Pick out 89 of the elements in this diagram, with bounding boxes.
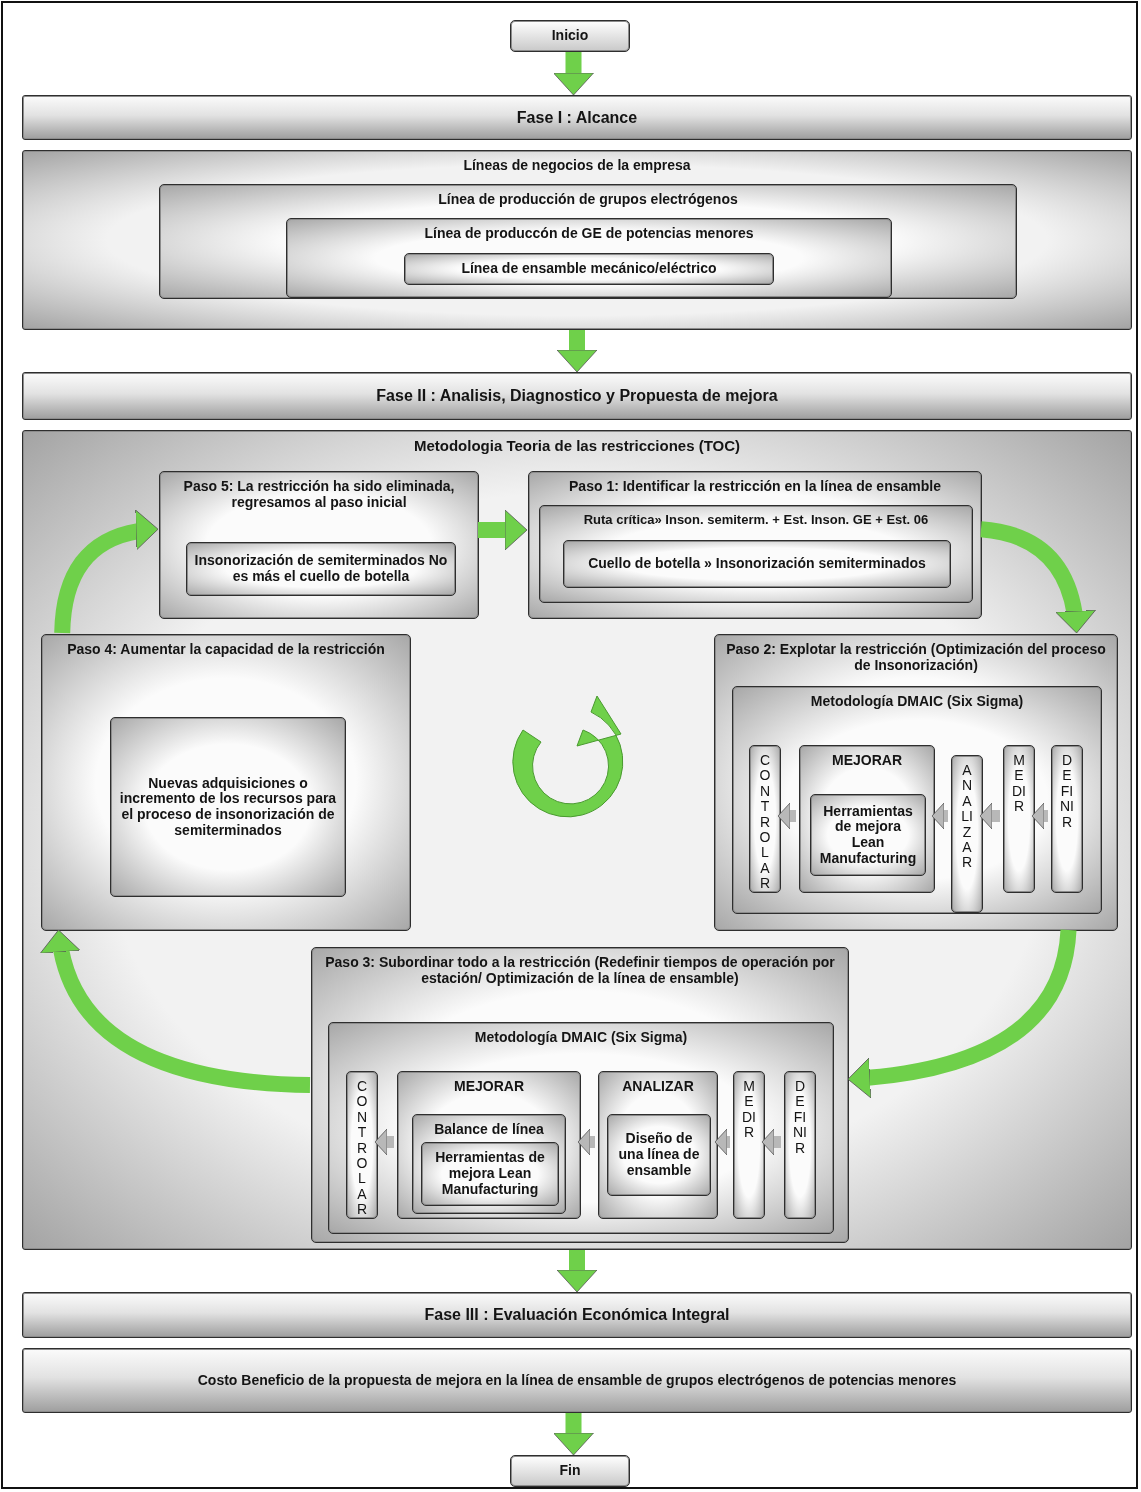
box-label: Fase I : Alcance — [516, 108, 638, 127]
step-label: MEDIR — [742, 1079, 756, 1141]
box-label: Nuevas adquisiciones o incremento de los recursos para el proceso de insonorización de semiterminados — [118, 775, 338, 839]
process-box — [311, 947, 849, 1243]
box-heading: Paso 3: Subordinar todo a la restricción (Redefinir tiempos de operación por estación/ Optimización de la línea de ensamble) — [324, 955, 836, 987]
section-panel — [22, 430, 1132, 1250]
process-box — [159, 184, 1017, 299]
phase-bar — [22, 1348, 1132, 1413]
phase-bar — [22, 95, 1132, 140]
box-heading: Línea de producción de grupos electrógenos — [438, 192, 738, 208]
process-box — [41, 634, 411, 931]
block-arrow — [1031, 802, 1048, 830]
box-heading: Balance de línea — [434, 1122, 544, 1138]
box-label: Fin — [559, 1463, 581, 1479]
block-arrow — [714, 1128, 730, 1156]
block-arrow — [478, 509, 528, 551]
box-label: Fase III : Evaluación Económica Integral — [424, 1306, 730, 1324]
step-label: CONTROLAR — [758, 753, 772, 892]
curved-arrow — [847, 929, 1077, 1098]
process-box — [951, 755, 983, 913]
box-label: Herramientas de mejora Lean Manufacturing — [434, 1150, 546, 1198]
block-arrow — [761, 1128, 781, 1156]
process-box — [607, 1114, 711, 1196]
box-label: Cuello de botella » Insonorización semiterminados — [588, 556, 926, 572]
process-box — [810, 794, 926, 876]
process-box — [328, 1022, 834, 1234]
box-heading: ANALIZAR — [622, 1079, 694, 1095]
terminal-box — [510, 20, 630, 52]
box-heading: Metodología DMAIC (Six Sigma) — [810, 694, 1024, 710]
process-box — [159, 471, 479, 619]
box-heading: Metodologia Teoria de las restricciones (TOC) — [413, 438, 741, 455]
process-box — [539, 505, 973, 603]
box-heading: Paso 5: La restricción ha sido eliminada, regresamos al paso inicial — [182, 479, 456, 511]
block-arrow — [777, 802, 796, 830]
step-label: DEFINIR — [793, 1079, 807, 1156]
box-heading: Paso 4: Aumentar la capacidad de la restricción — [67, 642, 385, 658]
process-box — [186, 542, 456, 596]
box-label: Insonorización de semiterminados No es más el cuello de botella — [193, 553, 449, 585]
step-label: DEFINIR — [1060, 753, 1074, 830]
process-box — [412, 1114, 566, 1214]
box-label: Línea de ensamble mecánico/eléctrico — [461, 261, 717, 277]
box-heading: Líneas de negocios de la empresa — [463, 158, 691, 174]
step-label: MEDIR — [1012, 753, 1026, 815]
process-box — [563, 540, 951, 588]
box-label: Fase II : Analisis, Diagnostico y Propuesta de mejora — [376, 387, 778, 405]
process-box — [714, 634, 1118, 931]
block-arrow — [979, 802, 1000, 830]
curved-arrow — [54, 510, 159, 634]
process-box — [598, 1071, 718, 1219]
phase-bar — [22, 1292, 1132, 1338]
curved-arrow — [980, 521, 1095, 634]
block-arrow — [556, 330, 598, 373]
box-label: Diseño de una línea de ensamble — [617, 1131, 701, 1179]
block-arrow — [374, 1128, 394, 1156]
step-label: CONTROLAR — [355, 1079, 369, 1218]
process-box — [397, 1071, 581, 1219]
box-label: Herramientas de mejora Lean Manufacturing — [818, 803, 918, 867]
phase-bar — [22, 372, 1132, 420]
box-heading: MEJORAR — [832, 753, 902, 769]
process-box — [286, 218, 892, 298]
process-box — [421, 1142, 559, 1206]
box-label: Inicio — [551, 28, 589, 44]
step-label: ANALIZAR — [960, 763, 974, 871]
box-heading: Paso 2: Explotar la restricción (Optimización del proceso de Insonorización) — [725, 642, 1107, 674]
terminal-box — [510, 1455, 630, 1487]
block-arrow — [931, 802, 948, 830]
box-heading: Ruta crítica» Inson. semiterm. + Est. Inson. GE + Est. 06 — [583, 513, 929, 528]
box-heading: Línea de produccón de GE de potencias menores — [424, 226, 754, 242]
box-heading: Metodología DMAIC (Six Sigma) — [474, 1030, 688, 1046]
process-box — [1003, 745, 1035, 893]
process-box — [528, 471, 982, 619]
curved-arrow — [41, 928, 311, 1094]
section-panel — [22, 150, 1132, 330]
box-heading: MEJORAR — [454, 1079, 524, 1095]
block-arrow — [577, 1128, 595, 1156]
block-arrow — [556, 1250, 598, 1293]
block-arrow — [553, 1413, 594, 1456]
block-arrow — [553, 52, 594, 96]
process-box — [784, 1071, 816, 1219]
process-box — [404, 253, 774, 285]
box-heading: Paso 1: Identificar la restricción en la línea de ensamble — [569, 479, 941, 495]
process-box — [1051, 745, 1083, 893]
process-box — [110, 717, 346, 897]
process-box — [749, 745, 781, 893]
process-box — [733, 1071, 765, 1219]
process-box — [732, 686, 1102, 914]
process-box — [799, 745, 935, 893]
box-label: Costo Beneficio de la propuesta de mejora en la línea de ensamble de grupos electrógenos de potencias menores — [197, 1372, 957, 1389]
process-box — [346, 1071, 378, 1219]
